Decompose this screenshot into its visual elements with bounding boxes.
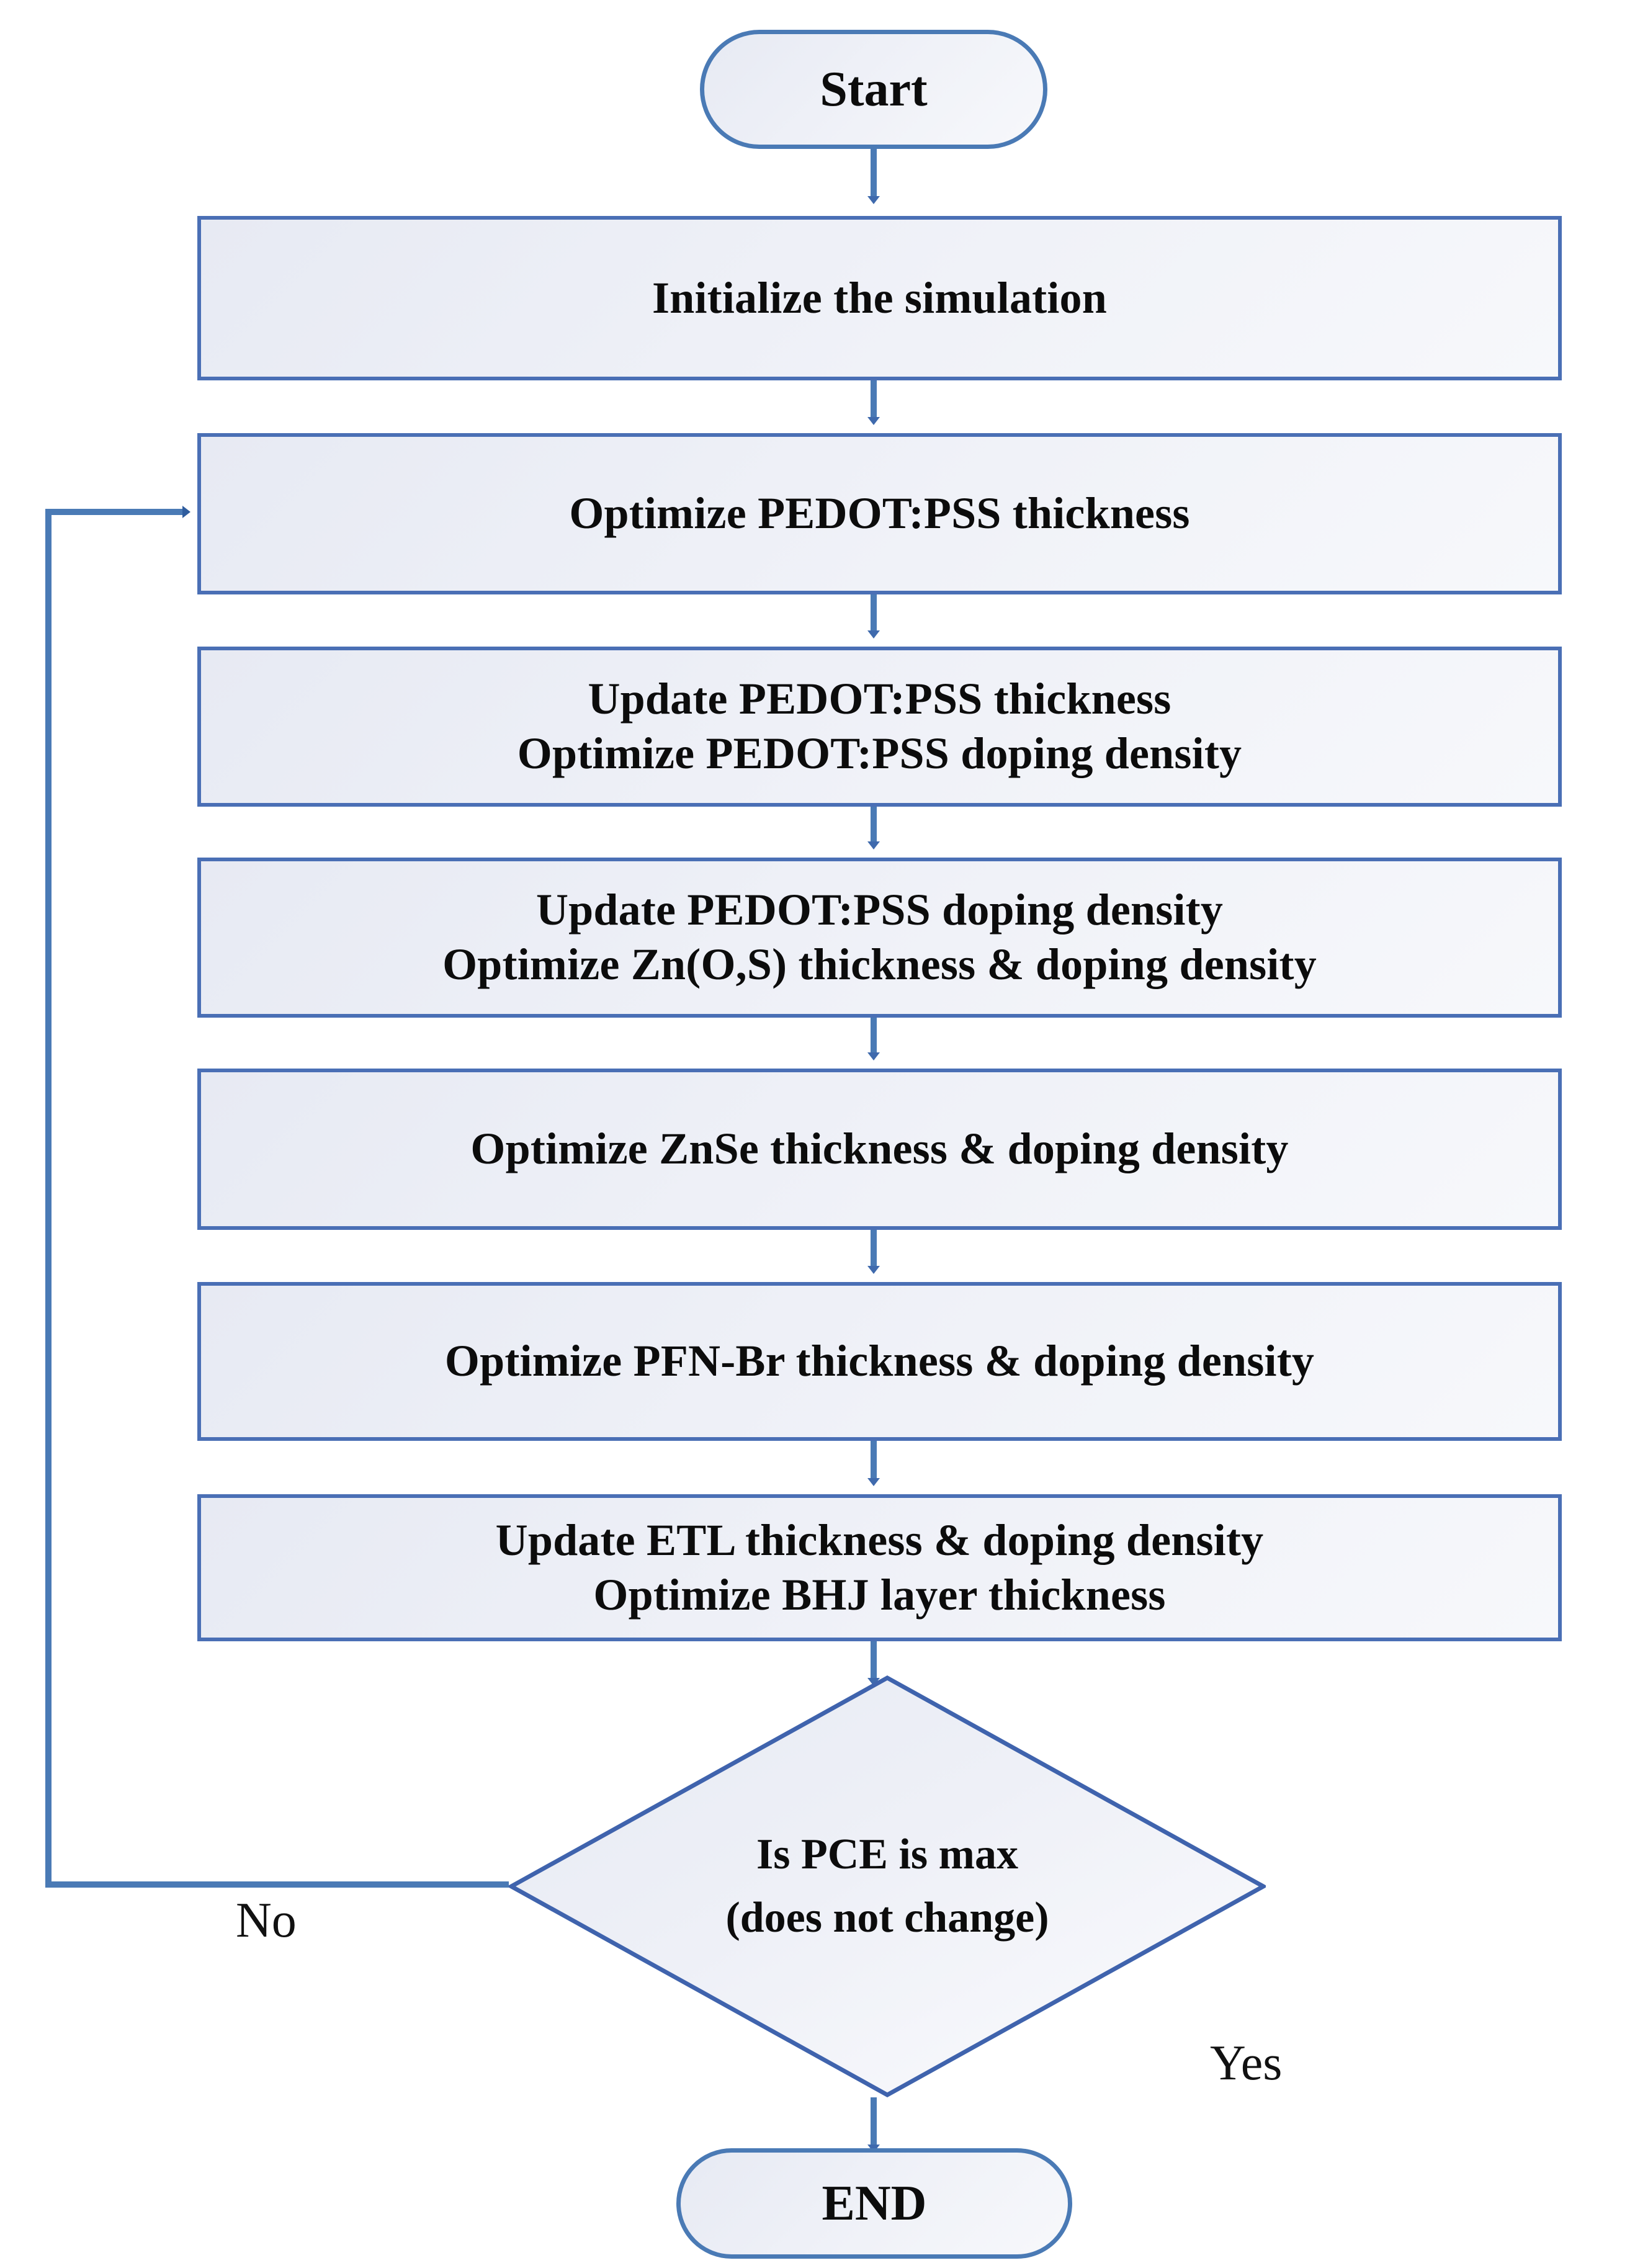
node-step4-line1: Update PEDOT:PSS doping density bbox=[535, 885, 1224, 935]
node-step1-line1: Initialize the simulation bbox=[652, 272, 1107, 323]
node-end-label: END bbox=[822, 2176, 927, 2231]
node-step3[interactable]: Update PEDOT:PSS thickness Optimize PEDO… bbox=[197, 647, 1562, 807]
node-step6-line1: Optimize PFN-Br thickness & doping densi… bbox=[444, 1336, 1315, 1386]
node-step7[interactable]: Update ETL thickness & doping density Op… bbox=[197, 1494, 1562, 1641]
node-step2-line1: Optimize PEDOT:PSS thickness bbox=[569, 488, 1190, 539]
node-step2[interactable]: Optimize PEDOT:PSS thickness bbox=[197, 433, 1562, 594]
node-step1[interactable]: Initialize the simulation bbox=[197, 216, 1562, 380]
node-step6[interactable]: Optimize PFN-Br thickness & doping densi… bbox=[197, 1282, 1562, 1441]
node-step5-line1: Optimize ZnSe thickness & doping density bbox=[470, 1124, 1289, 1174]
node-start-label: Start bbox=[820, 61, 928, 117]
node-step4-line2: Optimize Zn(O,S) thickness & doping dens… bbox=[442, 939, 1317, 989]
node-step3-line2: Optimize PEDOT:PSS doping density bbox=[517, 728, 1242, 778]
edge-label-no: No bbox=[236, 1893, 297, 1948]
node-decision[interactable]: Is PCE is max (does not change) bbox=[509, 1675, 1266, 2097]
edge-label-yes: Yes bbox=[1210, 2036, 1283, 2091]
node-step5[interactable]: Optimize ZnSe thickness & doping density bbox=[197, 1069, 1562, 1230]
node-step3-line1: Update PEDOT:PSS thickness bbox=[588, 674, 1171, 724]
node-step4[interactable]: Update PEDOT:PSS doping density Optimize… bbox=[197, 858, 1562, 1018]
node-start[interactable]: Start bbox=[700, 30, 1047, 149]
node-step7-line2: Optimize BHJ layer thickness bbox=[593, 1569, 1166, 1620]
node-step7-line1: Update ETL thickness & doping density bbox=[495, 1515, 1264, 1565]
decision-diamond-shape bbox=[509, 1675, 1266, 2097]
node-end[interactable]: END bbox=[676, 2148, 1072, 2259]
